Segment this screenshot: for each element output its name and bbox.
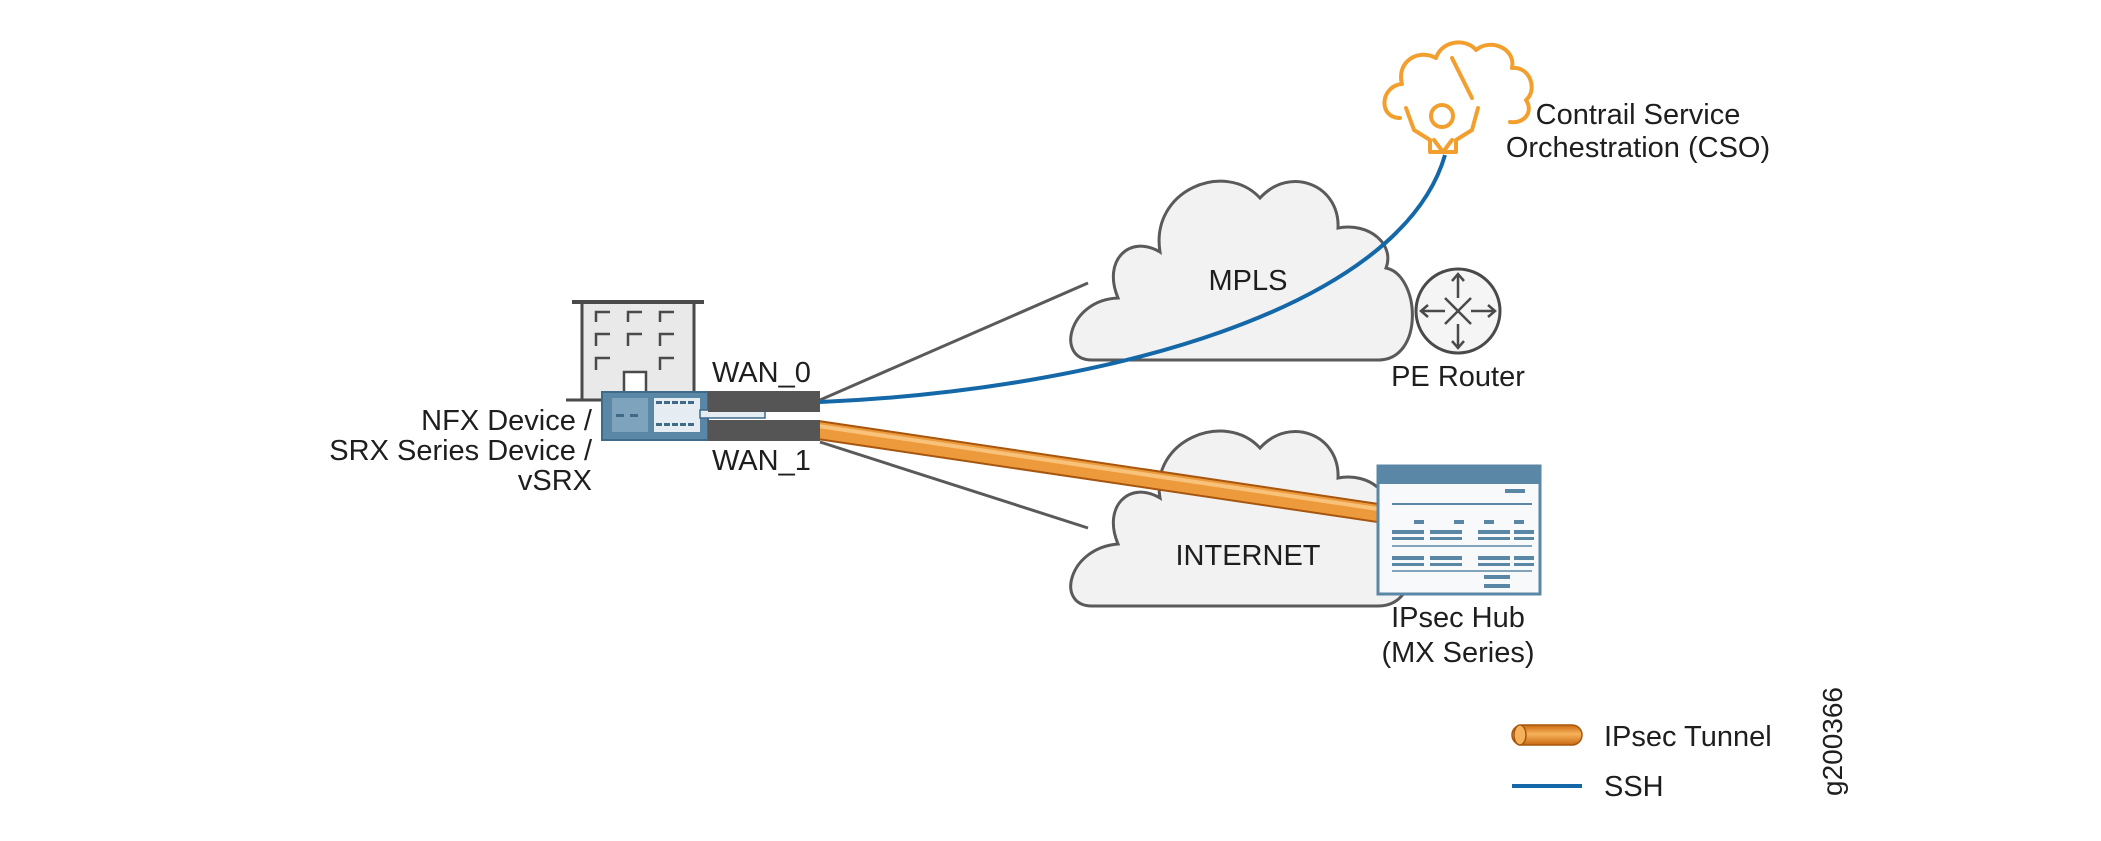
- cso-label-line1: Contrail Service: [1536, 99, 1741, 131]
- tube-icon: [1511, 724, 1583, 746]
- wan1-label: WAN_1: [712, 445, 811, 477]
- legend: IPsec Tunnel SSH: [1511, 721, 1772, 803]
- ipsec-hub-label-line2: (MX Series): [1381, 637, 1534, 669]
- device-label-line3: vSRX: [518, 465, 592, 497]
- figure-id: g200366: [1817, 687, 1848, 796]
- device-label-line1: NFX Device /: [421, 405, 593, 437]
- wan0-label: WAN_0: [712, 357, 811, 389]
- wan0-to-mpls-link: [819, 281, 1089, 402]
- nfx-device-icon: [601, 391, 766, 441]
- mpls-label: MPLS: [1209, 265, 1288, 297]
- device-label-line2: SRX Series Device /: [329, 435, 593, 467]
- cso-label-line2: Orchestration (CSO): [1506, 132, 1770, 164]
- legend-item-ssh: SSH: [1512, 771, 1664, 803]
- legend-label-ipsec-tunnel: IPsec Tunnel: [1604, 721, 1772, 753]
- pe-router-icon: [1414, 267, 1502, 355]
- pe-router-label: PE Router: [1391, 361, 1525, 393]
- wan-links: [819, 281, 1089, 530]
- cso-orchestrator-icon: [1382, 40, 1534, 154]
- legend-item-ipsec-tunnel: IPsec Tunnel: [1511, 721, 1772, 753]
- ssh-connection: [819, 154, 1447, 404]
- mpls-cloud: MPLS: [1069, 179, 1414, 362]
- legend-label-ssh: SSH: [1604, 771, 1664, 803]
- wan0-port: [708, 391, 820, 412]
- ipsec-tunnel: [808, 420, 1388, 523]
- wan1-port: [708, 420, 820, 441]
- internet-label: INTERNET: [1176, 540, 1321, 572]
- ipsec-hub-label-line1: IPsec Hub: [1391, 602, 1525, 634]
- branch-building-icon: [566, 300, 704, 402]
- ipsec-hub-icon: [1376, 464, 1542, 596]
- wan1-to-internet-link: [819, 440, 1089, 530]
